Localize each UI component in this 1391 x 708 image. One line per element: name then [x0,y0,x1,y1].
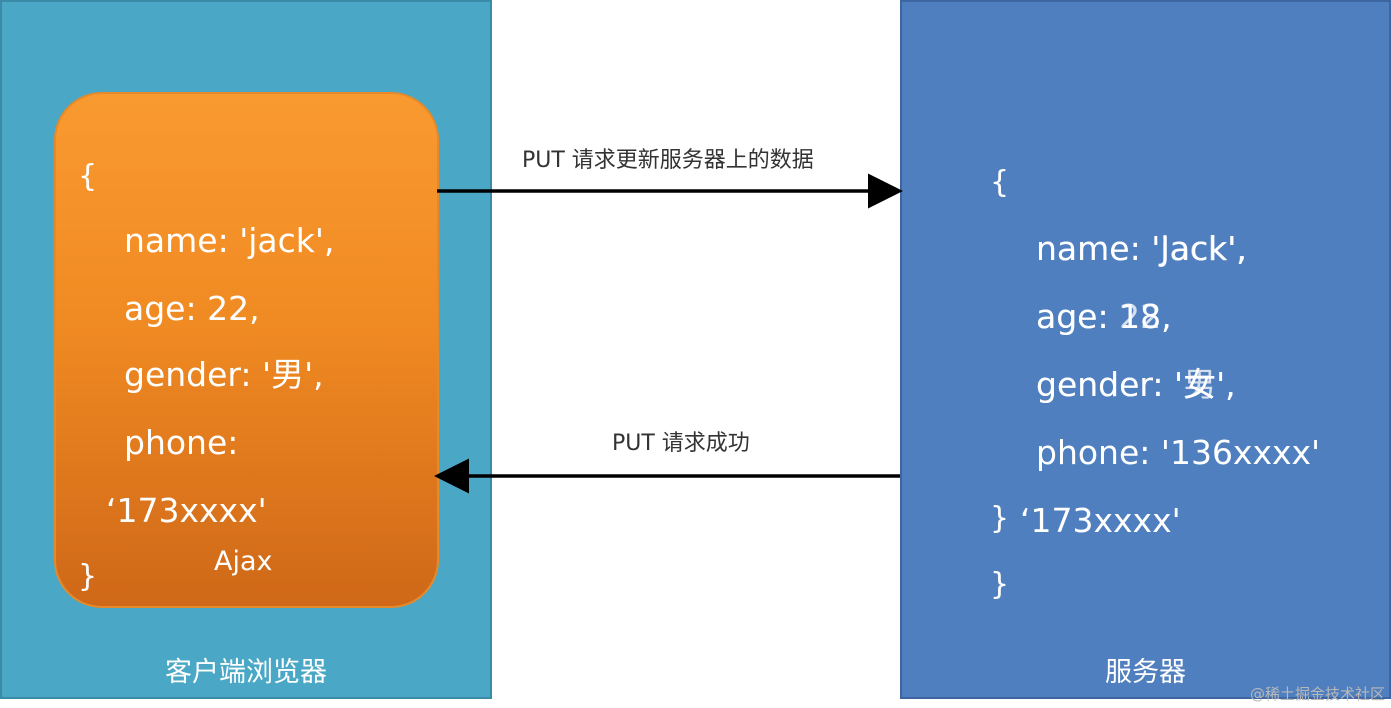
card-line-name: name: 'jack', [124,221,335,260]
client-browser-panel: { name: 'jack', age: 22, gender: '男', ph… [0,0,492,699]
server-line-phone: phone: '136xxxx' [1036,433,1321,472]
server-line-gender-update: gender: '男', [1036,365,1236,404]
put-request-label: PUT 请求更新服务器上的数据 [522,148,814,173]
put-response-label: PUT 请求成功 [612,431,750,456]
card-line-gender: gender: '男', [124,355,324,394]
server-panel: { name: 'Jack', name: 'jack', age: 18, a… [900,0,1391,699]
server-panel-label: 服务器 [1105,657,1186,688]
client-panel-label: 客户端浏览器 [165,657,327,688]
server-line-gender: gender: '女', [1036,365,1236,404]
ajax-request-card: { name: 'jack', age: 22, gender: '男', ph… [54,92,439,608]
card-line-phone: phone: [124,423,239,462]
server-line-name-update: name: 'jack', [1036,229,1247,268]
server-phone-update: ‘173xxxx' [1020,501,1181,540]
server-inline-close-brace: } [990,501,1010,536]
watermark: @稀土掘金技术社区 [1249,685,1385,703]
server-line-age: age: 18, [1036,297,1172,336]
server-line-name: name: 'Jack', [1036,229,1248,268]
server-open-brace: { [990,165,1010,200]
card-line-age: age: 22, [124,289,260,328]
card-line-phone-value: ‘173xxxx' [106,491,267,530]
card-open-brace: { [78,159,98,194]
server-line-age-update: age: 22, [1036,297,1172,336]
card-close-brace: } [78,559,98,594]
server-close-brace: } [990,567,1010,602]
ajax-label: Ajax [214,546,273,577]
